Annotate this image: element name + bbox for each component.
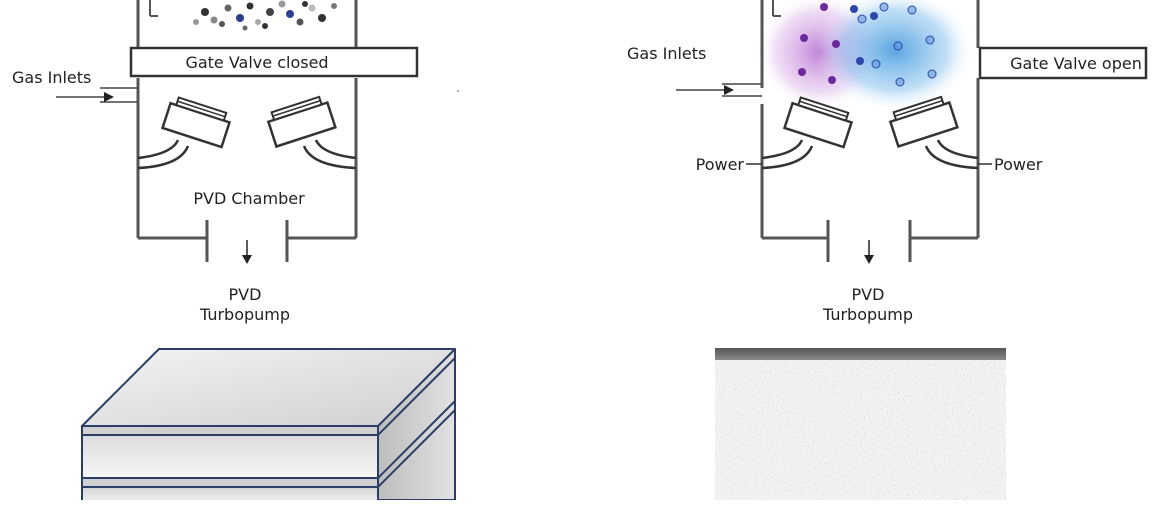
left-chamber-diagram: Gate Valve closed Gas Inlets PVD Chamber: [12, 0, 419, 324]
right-sputter-gun-right: [888, 95, 959, 149]
left-pump-arrow: [242, 240, 252, 264]
left-pump-label-2: Turbopump: [199, 305, 290, 324]
sem-grain-texture: [715, 360, 1006, 500]
left-sputter-gun-left: [160, 96, 232, 149]
right-gate-valve: [978, 46, 1148, 80]
right-chamber-diagram: Gas Inlets Gate Valve open Power Power P…: [627, 0, 1148, 324]
right-sputter-gun-left: [782, 96, 854, 149]
left-gas-inlets-label: Gas Inlets: [12, 68, 91, 87]
right-gate-valve-label: Gate Valve open: [1010, 54, 1142, 73]
right-pump-label-1: PVD: [852, 285, 885, 304]
left-gun-cable-left: [137, 139, 190, 170]
right-gun-cable-left: [761, 139, 814, 170]
sem-micrograph: [715, 348, 1006, 500]
right-gun-cable-right: [924, 139, 979, 170]
stack-layer-2: [81, 486, 379, 505]
left-chamber-label: PVD Chamber: [193, 189, 305, 208]
left-pump-label-1: PVD: [229, 285, 262, 304]
power-left-label: Power: [696, 155, 745, 174]
left-sputter-gun-right: [266, 95, 337, 149]
right-substrate-holder: [772, 0, 781, 17]
stack-separator: [81, 425, 379, 436]
multilayer-stack: [81, 348, 456, 505]
left-substrate-holder: [149, 0, 158, 17]
left-gun-cable-right: [302, 139, 357, 170]
blue-plasma-cloud: [815, 0, 975, 112]
plasma-particles: [798, 2, 937, 87]
stray-dot: [457, 90, 459, 92]
power-right-label: Power: [994, 155, 1043, 174]
left-gate-valve-label: Gate Valve closed: [185, 53, 328, 72]
right-gas-inlets-label: Gas Inlets: [627, 44, 706, 63]
left-gate-valve: [129, 46, 419, 78]
right-gas-inlet: [676, 83, 762, 97]
right-pump-arrow: [864, 240, 874, 264]
left-gas-inlet: [56, 87, 138, 103]
sem-top-band: [715, 348, 1006, 360]
right-pump-label-2: Turbopump: [822, 305, 913, 324]
left-molecule-cluster: [193, 0, 337, 31]
